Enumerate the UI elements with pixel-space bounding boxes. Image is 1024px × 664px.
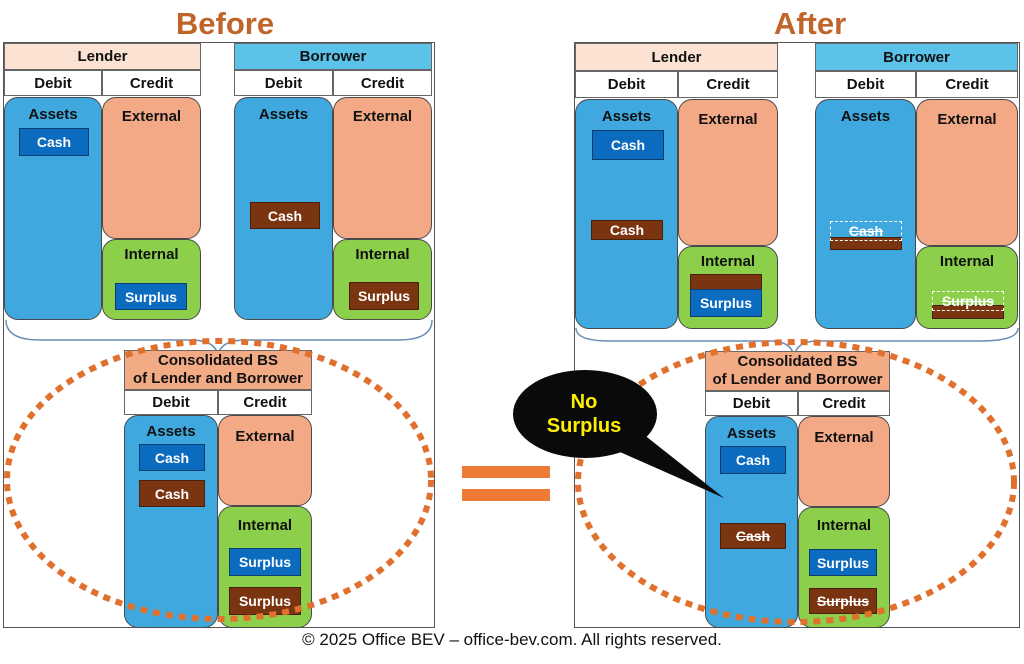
external-label: External	[698, 111, 758, 128]
internal-label: Internal	[237, 517, 293, 534]
after-consolidated-header: Consolidated BS of Lender and Borrower	[705, 351, 890, 391]
callout-line-2: Surplus	[546, 415, 622, 437]
assets-label: Assets	[840, 108, 891, 125]
callout-line-1: No	[570, 391, 598, 413]
after-lender-assets: Assets Cash Cash	[575, 99, 678, 329]
before-lender-header: Lender	[4, 43, 201, 70]
after-lender-external: External	[678, 99, 778, 246]
after-title: After	[773, 6, 847, 41]
after-cons-assets: Assets Cash Cash	[705, 416, 798, 628]
after-cons-debit: Debit	[705, 391, 798, 416]
surplus-brown-strip	[932, 305, 1004, 319]
before-lender-credit: Credit	[102, 70, 201, 96]
before-borrower-header: Borrower	[234, 43, 432, 70]
assets-label: Assets	[146, 423, 196, 440]
surplus-ghost-chip: Surplus	[932, 291, 1004, 311]
after-cons-internal: Internal Surplus Surplus	[798, 507, 890, 628]
assets-label: Assets	[726, 425, 777, 442]
after-lender-debit: Debit	[575, 71, 678, 98]
surplus-brown-chip: Surplus	[229, 587, 301, 615]
before-cons-assets: Assets Cash Cash	[124, 415, 218, 628]
surplus-struck-chip: Surplus	[809, 588, 877, 614]
internal-label: Internal	[939, 253, 995, 270]
cash-chip: Cash	[19, 128, 89, 156]
after-lender-credit: Credit	[678, 71, 778, 98]
after-borrower-external: External	[916, 99, 1018, 246]
assets-label: Assets	[601, 108, 652, 125]
after-lender-header: Lender	[575, 43, 778, 71]
internal-label: Internal	[700, 253, 756, 270]
cash-chip: Cash	[139, 444, 205, 471]
assets-label: Assets	[28, 106, 78, 123]
after-cons-credit: Credit	[798, 391, 890, 416]
cash-brown-chip: Cash	[250, 202, 320, 229]
after-borrower-internal: Internal Surplus	[916, 246, 1018, 329]
callout-text: No Surplus	[520, 390, 648, 438]
surplus-chip: Surplus	[809, 549, 877, 576]
internal-label: Internal	[124, 246, 179, 263]
consolidated-subtitle: of Lender and Borrower	[132, 370, 304, 387]
before-borrower-external: External	[333, 97, 432, 239]
surplus-brown-chip: Surplus	[349, 282, 419, 310]
before-borrower-internal: Internal Surplus	[333, 239, 432, 320]
cash-chip: Cash	[720, 446, 786, 474]
external-label: External	[352, 108, 413, 125]
surplus-chip: Surplus	[115, 283, 187, 310]
internal-label: Internal	[355, 246, 410, 263]
after-borrower-credit: Credit	[916, 71, 1018, 98]
cash-chip: Cash	[592, 130, 664, 160]
internal-label: Internal	[816, 517, 872, 534]
before-frame	[3, 42, 435, 628]
before-title: Before	[175, 6, 275, 41]
cash-brown-chip: Cash	[591, 220, 663, 240]
copyright-footer: © 2025 Office BEV – office-bev.com. All …	[302, 630, 722, 649]
before-consolidated-header: Consolidated BS of Lender and Borrower	[124, 350, 312, 390]
cash-ghost-chip: Cash	[830, 221, 902, 241]
before-ellipse	[4, 338, 434, 622]
consolidated-title: Consolidated BS	[737, 353, 858, 370]
before-lender-debit: Debit	[4, 70, 102, 96]
before-borrower-assets: Assets Cash	[234, 97, 333, 320]
before-lender-internal: Internal Surplus	[102, 239, 201, 320]
before-lender-assets: Assets Cash	[4, 97, 102, 320]
equals-sign-bottom	[462, 489, 550, 501]
surplus-brown-strip	[690, 274, 762, 290]
after-cons-external: External	[798, 416, 890, 507]
surplus-chip: Surplus	[229, 548, 301, 576]
equals-sign-top	[462, 466, 550, 478]
surplus-chip: Surplus	[690, 289, 762, 317]
consolidated-subtitle: of Lender and Borrower	[712, 371, 883, 388]
external-label: External	[235, 428, 295, 445]
before-cons-internal: Internal Surplus Surplus	[218, 506, 312, 628]
after-lender-internal: Internal Surplus	[678, 246, 778, 329]
callout-bubble	[513, 370, 724, 498]
cash-struck-chip: Cash	[720, 523, 786, 549]
before-borrower-credit: Credit	[333, 70, 432, 96]
assets-label: Assets	[258, 106, 309, 123]
after-borrower-assets: Assets Cash	[815, 99, 916, 329]
after-borrower-header: Borrower	[815, 43, 1018, 71]
external-label: External	[121, 108, 182, 125]
after-ellipse	[575, 339, 1017, 625]
cash-brown-chip: Cash	[139, 480, 205, 507]
before-borrower-debit: Debit	[234, 70, 333, 96]
external-label: External	[937, 111, 997, 128]
after-borrower-debit: Debit	[815, 71, 916, 98]
before-cons-debit: Debit	[124, 390, 218, 415]
before-cons-credit: Credit	[218, 390, 312, 415]
after-frame	[574, 42, 1020, 628]
before-cons-external: External	[218, 415, 312, 506]
external-label: External	[814, 429, 874, 446]
before-lender-external: External	[102, 97, 201, 239]
consolidated-title: Consolidated BS	[157, 352, 278, 369]
